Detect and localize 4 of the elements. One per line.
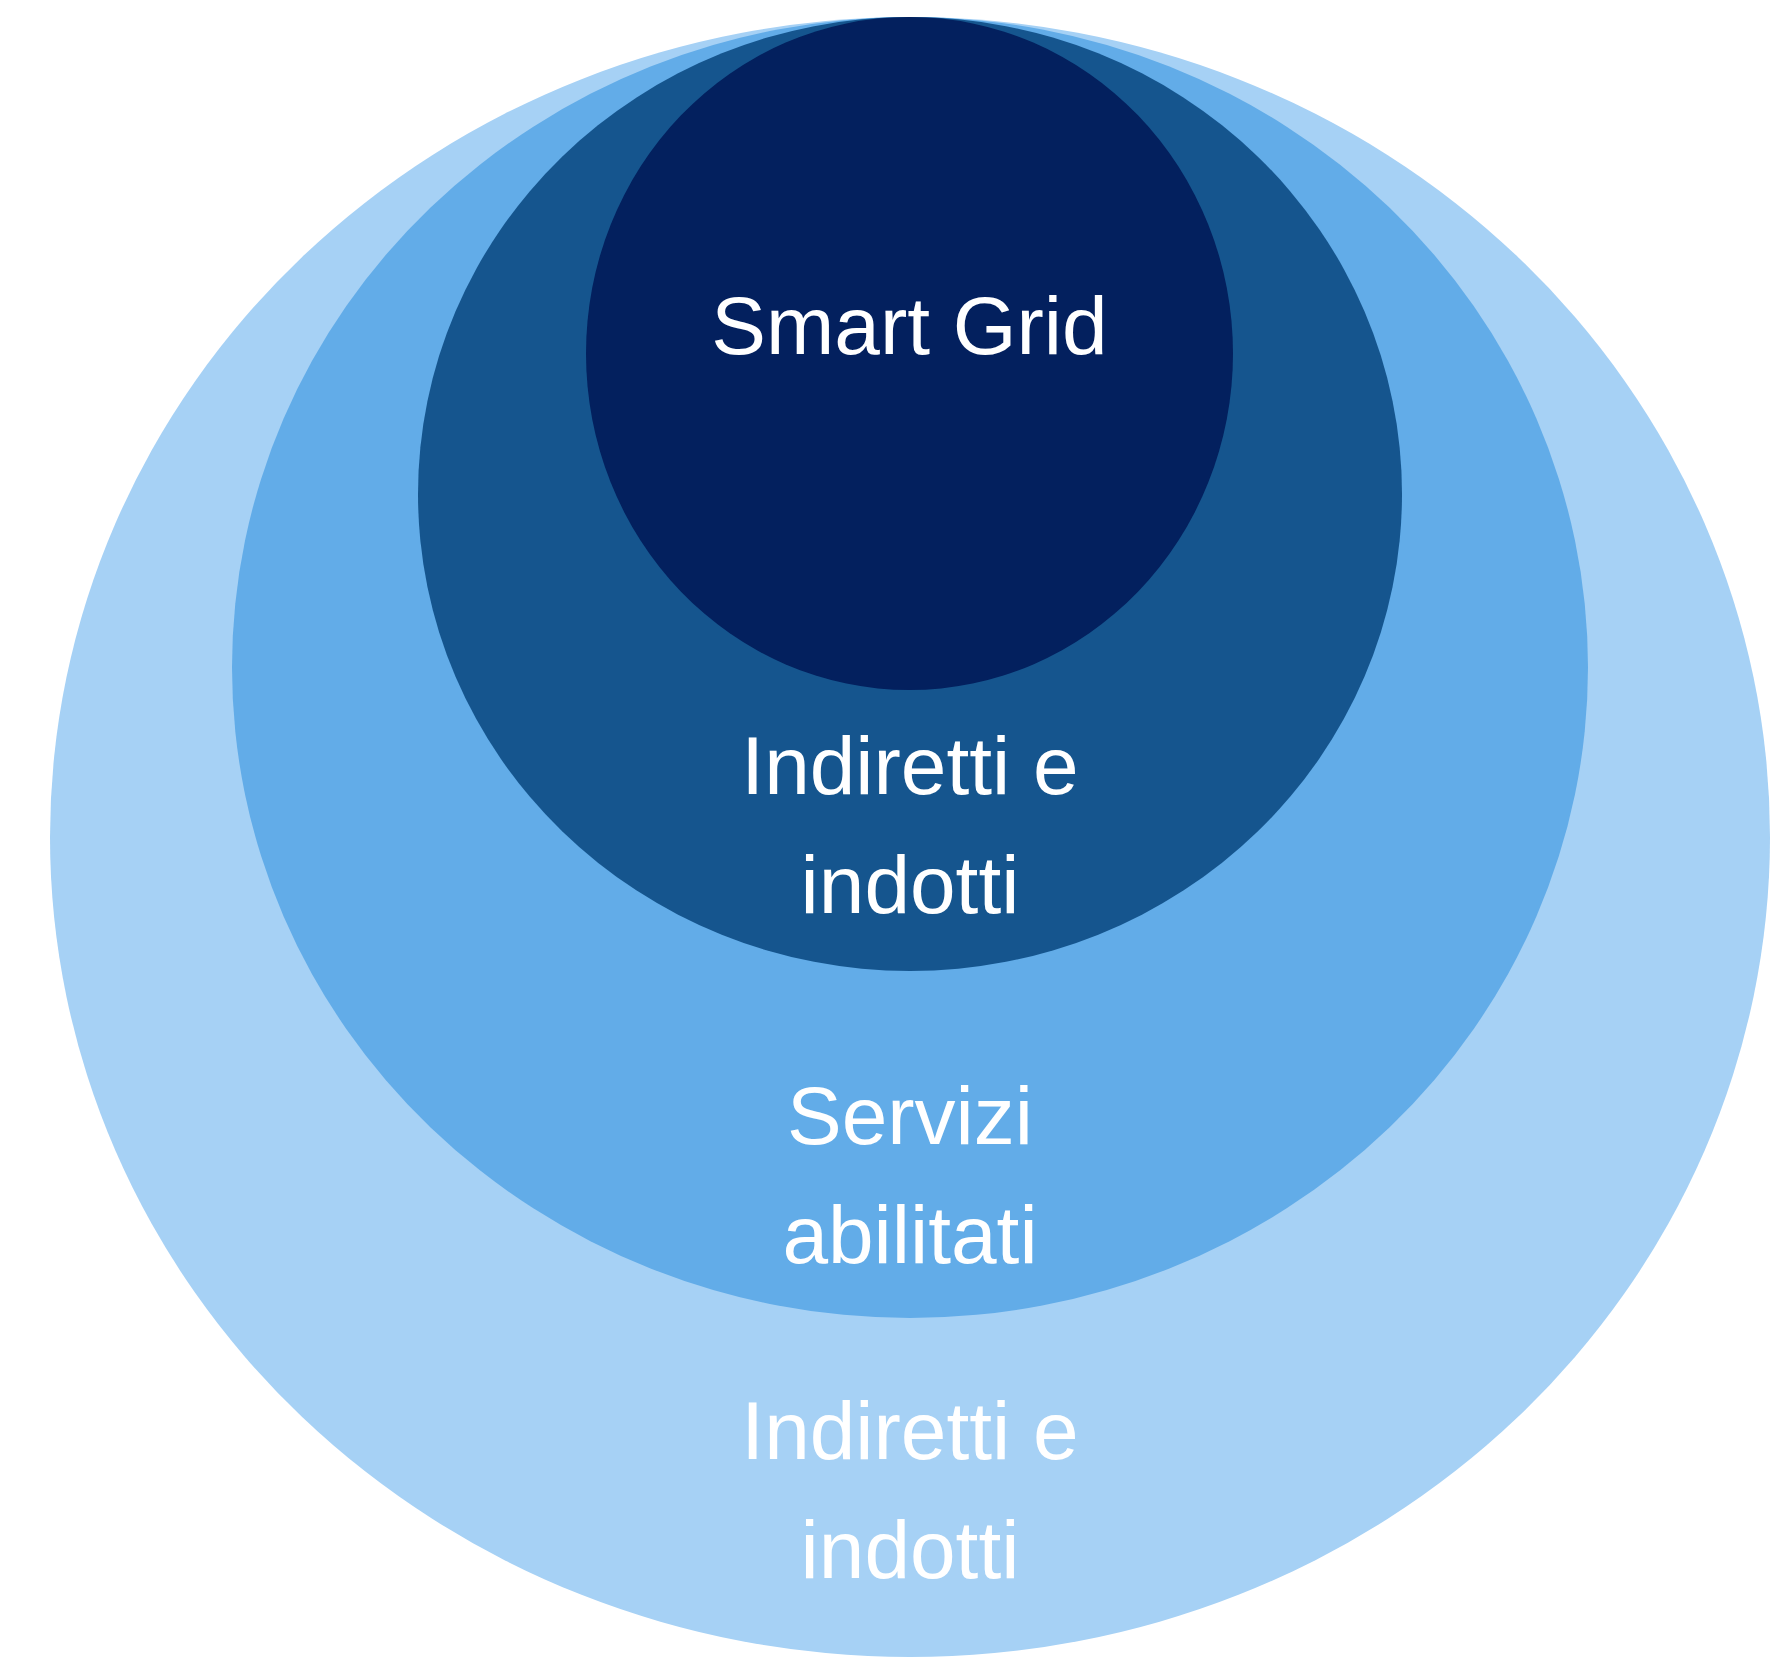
ellipse-label: Indiretti e indotti: [740, 719, 1080, 932]
ellipse-label: Smart Grid: [711, 279, 1108, 373]
ellipse-label: Servizi abilitati: [781, 1069, 1039, 1282]
ellipse-label: Indiretti e indotti: [740, 1384, 1080, 1597]
